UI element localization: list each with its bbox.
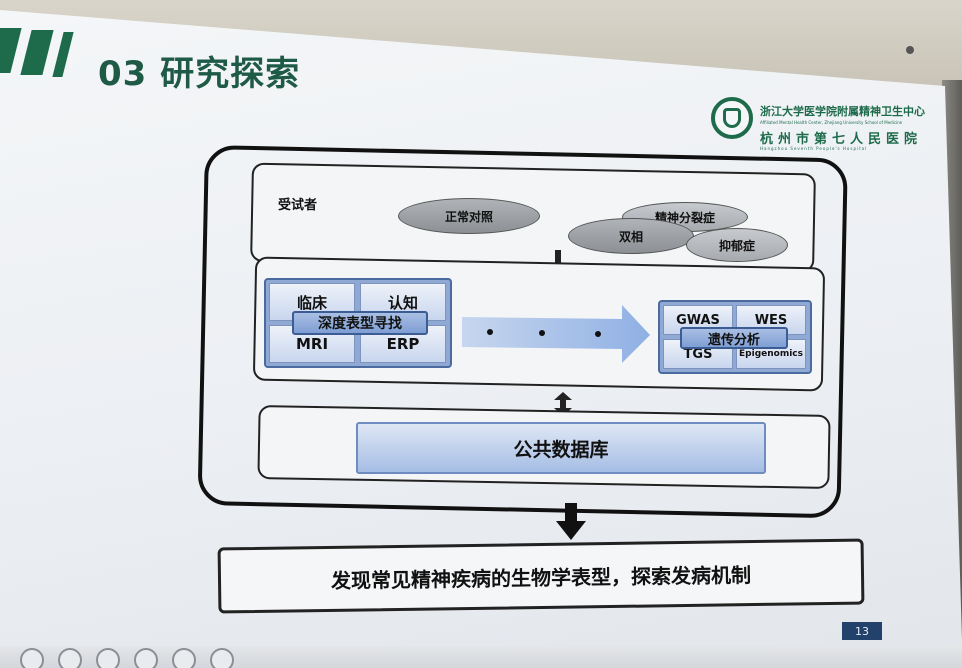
group-pill-bipolar: 双相	[568, 218, 694, 254]
slide-title: 03 研究探索	[98, 54, 301, 94]
title-bar-1	[0, 28, 22, 73]
page-number-badge: 13	[842, 622, 882, 640]
logo-english-name: Affiliated Mental Health Center, Zhejian…	[760, 120, 903, 125]
slides-grid-icon[interactable]	[134, 648, 158, 668]
title-bar-2	[20, 30, 54, 75]
prev-slide-icon[interactable]	[20, 648, 44, 668]
logo-hospital-name: 杭州市第七人民医院	[760, 132, 923, 147]
shield-icon	[723, 108, 741, 128]
hospital-logo-emblem	[711, 97, 753, 139]
down-arrow-icon	[556, 503, 586, 540]
logo-hospital-english: Hangzhou Seventh People's Hospital	[760, 146, 868, 151]
more-options-icon[interactable]	[210, 648, 234, 668]
phenotype-grid: 临床 认知 MRI ERP 深度表型寻找	[264, 278, 452, 368]
presentation-toolbar	[20, 648, 234, 668]
group-pill-depression: 抑郁症	[686, 228, 788, 262]
public-database: 公共数据库	[356, 422, 766, 474]
conclusion-box: 发现常见精神疾病的生物学表型，探索发病机制	[217, 538, 865, 614]
phenotype-center-label: 深度表型寻找	[292, 311, 428, 335]
genetics-center-label: 遗传分析	[680, 327, 788, 349]
title-bar-3	[52, 32, 74, 77]
genetics-grid: GWAS WES TGS Epigenomics 遗传分析	[658, 300, 812, 374]
zoom-icon[interactable]	[172, 648, 196, 668]
pen-icon[interactable]	[96, 648, 120, 668]
sprinkler	[906, 46, 914, 54]
next-slide-icon[interactable]	[58, 648, 82, 668]
subjects-label: 受试者	[278, 198, 318, 213]
group-pill-control: 正常对照	[398, 198, 540, 234]
logo-chinese-name: 浙江大学医学院附属精神卫生中心	[760, 105, 925, 118]
right-arrow-icon	[462, 305, 650, 363]
presentation-bottom-bar	[0, 646, 962, 668]
